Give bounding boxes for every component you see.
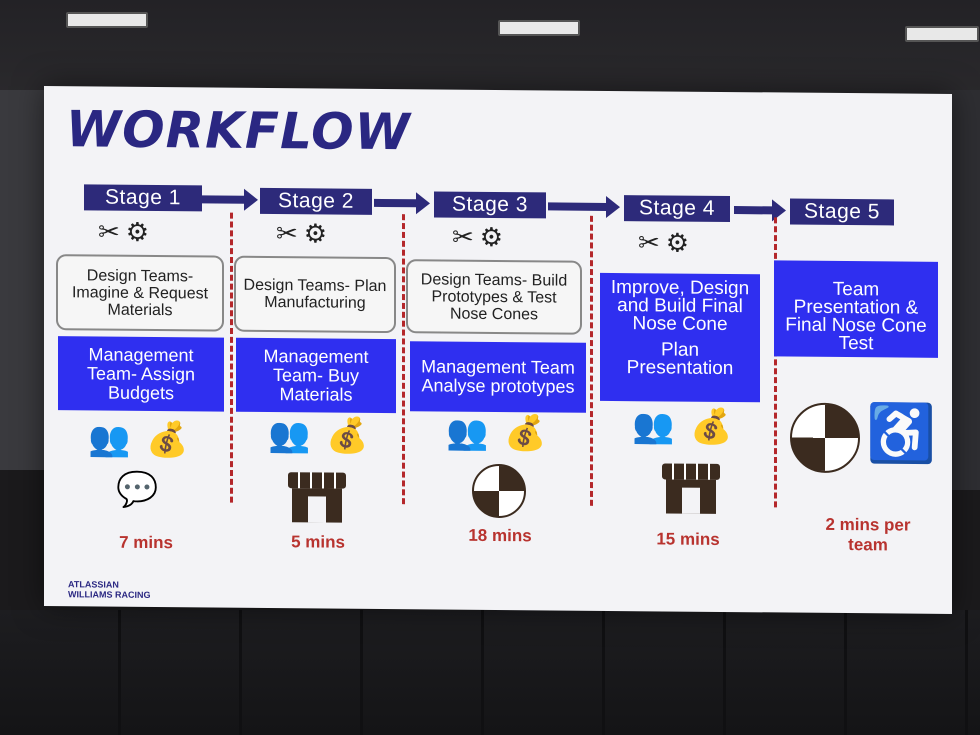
- arrow-icon: [548, 202, 608, 211]
- stage-4-time: 15 mins: [656, 529, 720, 549]
- store-icon: [662, 463, 720, 514]
- stage-4-design-text: Improve, Design and Build Final Nose Con…: [610, 276, 750, 336]
- money-hand-icon: 💰: [146, 420, 189, 460]
- team-icon: 👥: [88, 420, 131, 459]
- stage-4-plan-text: Plan Presentation: [626, 339, 734, 380]
- stage-divider: [590, 215, 593, 506]
- tools-icon: ✂⚙: [452, 221, 510, 253]
- stage-5-header: Stage 5: [790, 198, 894, 226]
- projection-screen: WORKFLOW Stage 1 Stage 2 Stage 3 Stage 4…: [44, 86, 952, 614]
- ceiling-light: [66, 12, 148, 28]
- stage-2-time: 5 mins: [291, 532, 345, 552]
- money-hand-icon: 💰: [504, 414, 547, 453]
- tools-icon: ✂⚙: [98, 216, 156, 248]
- arrow-icon: [374, 198, 418, 208]
- stage-3-management-task: Management Team Analyse prototypes: [410, 341, 586, 413]
- stage-5-task: Team Presentation & Final Nose Cone Test: [774, 260, 938, 358]
- pie-chart-icon: [472, 463, 526, 519]
- stage-2-design-task: Design Teams- Plan Manufacturing: [234, 255, 396, 334]
- atlassian-williams-logo: ATLASSIAN WILLIAMS RACING: [68, 579, 151, 600]
- ceiling-light: [905, 26, 979, 42]
- arrow-icon: [734, 206, 774, 215]
- stage-5-time: 2 mins per team: [825, 514, 911, 555]
- arrow-icon: [202, 195, 246, 204]
- ceiling-light: [498, 20, 580, 36]
- money-hand-icon: 💰: [690, 407, 733, 447]
- slide-title: WORKFLOW: [66, 100, 411, 162]
- tools-icon: ✂⚙: [276, 218, 334, 249]
- wall-left: [0, 90, 48, 470]
- stage-4-header: Stage 4: [624, 195, 730, 223]
- team-icon: 👥: [632, 407, 675, 446]
- ceiling: [0, 0, 980, 95]
- money-hand-icon: 💰: [326, 416, 369, 455]
- stage-2-header: Stage 2: [260, 187, 372, 215]
- stage-1-header: Stage 1: [84, 184, 202, 212]
- stage-4-design-task: Improve, Design and Build Final Nose Con…: [600, 272, 760, 403]
- stage-divider: [402, 214, 405, 505]
- logo-line-2: WILLIAMS RACING: [68, 589, 151, 600]
- stage-3-header: Stage 3: [434, 191, 546, 219]
- stage-divider: [230, 212, 233, 503]
- discussion-icon: 💬: [116, 470, 159, 510]
- pie-chart-icon: [790, 402, 860, 474]
- stage-3-design-task: Design Teams- Build Prototypes & Test No…: [406, 259, 582, 335]
- stage-2-management-task: Management Team- Buy Materials: [236, 337, 396, 414]
- stage-3-time: 18 mins: [468, 525, 532, 546]
- team-icon: 👥: [446, 413, 489, 452]
- floor: [0, 610, 980, 735]
- stage-1-design-task: Design Teams- Imagine & Request Material…: [56, 254, 224, 332]
- stage-1-time: 7 mins: [119, 532, 173, 553]
- tools-icon: ✂⚙: [638, 227, 696, 258]
- presenter-icon: ♿: [866, 401, 936, 465]
- store-icon: [288, 472, 346, 523]
- team-icon: 👥: [268, 415, 311, 455]
- stage-1-management-task: Management Team- Assign Budgets: [58, 336, 224, 412]
